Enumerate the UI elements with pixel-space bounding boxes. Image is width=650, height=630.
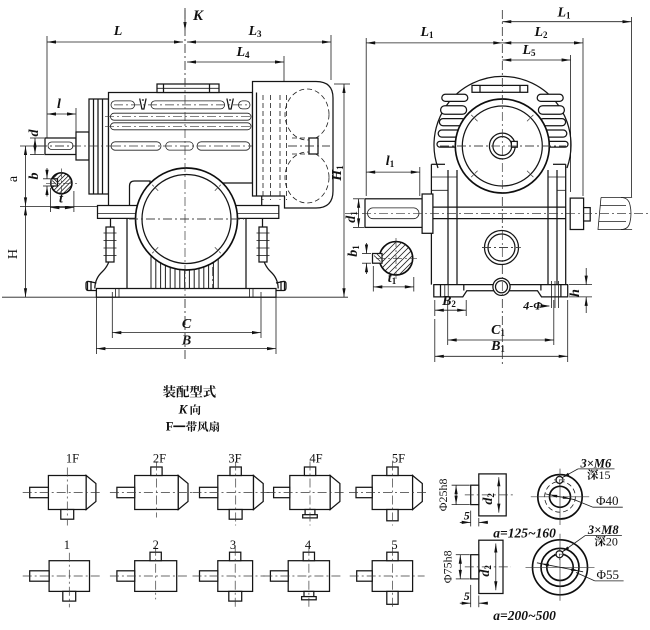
svg-text:1: 1 [64, 538, 70, 552]
svg-text:d: d [27, 129, 42, 137]
svg-text:t1: t1 [388, 271, 397, 286]
svg-text:5F: 5F [392, 452, 405, 466]
svg-text:l1: l1 [386, 154, 395, 169]
svg-text:F: F [166, 420, 174, 434]
svg-text:3F: 3F [228, 452, 241, 466]
svg-text:b: b [27, 173, 42, 180]
svg-text:K: K [192, 8, 204, 24]
svg-text:3×M8: 3×M8 [587, 523, 619, 537]
svg-text:5: 5 [464, 589, 470, 603]
svg-text:5: 5 [391, 538, 397, 552]
svg-text:Φ75h8: Φ75h8 [440, 550, 454, 583]
svg-text:3: 3 [230, 538, 236, 552]
svg-text:H: H [6, 249, 21, 259]
svg-text:5: 5 [464, 508, 470, 522]
svg-text:a=125~160: a=125~160 [493, 526, 556, 541]
svg-text:20: 20 [606, 534, 618, 548]
svg-text:l: l [57, 97, 61, 112]
svg-text:4: 4 [305, 538, 312, 552]
svg-text:2F: 2F [153, 452, 166, 466]
svg-text:h: h [568, 289, 583, 297]
svg-text:15: 15 [599, 468, 611, 482]
svg-text:1F: 1F [66, 452, 79, 466]
svg-text:2: 2 [153, 538, 159, 552]
svg-text:4-Φ: 4-Φ [522, 299, 543, 313]
svg-text:t: t [59, 192, 64, 207]
svg-text:L: L [113, 24, 123, 39]
svg-text:a=200~500: a=200~500 [493, 608, 556, 623]
svg-text:Φ40: Φ40 [596, 493, 619, 508]
svg-text:Φ55: Φ55 [597, 567, 620, 582]
svg-text:3×M6: 3×M6 [580, 457, 612, 471]
svg-text:4F: 4F [309, 452, 322, 466]
svg-text:C: C [182, 317, 192, 332]
svg-text:K: K [178, 402, 189, 417]
svg-text:a: a [6, 175, 21, 182]
svg-text:Φ25h8: Φ25h8 [436, 479, 450, 512]
svg-text:B: B [181, 334, 191, 349]
